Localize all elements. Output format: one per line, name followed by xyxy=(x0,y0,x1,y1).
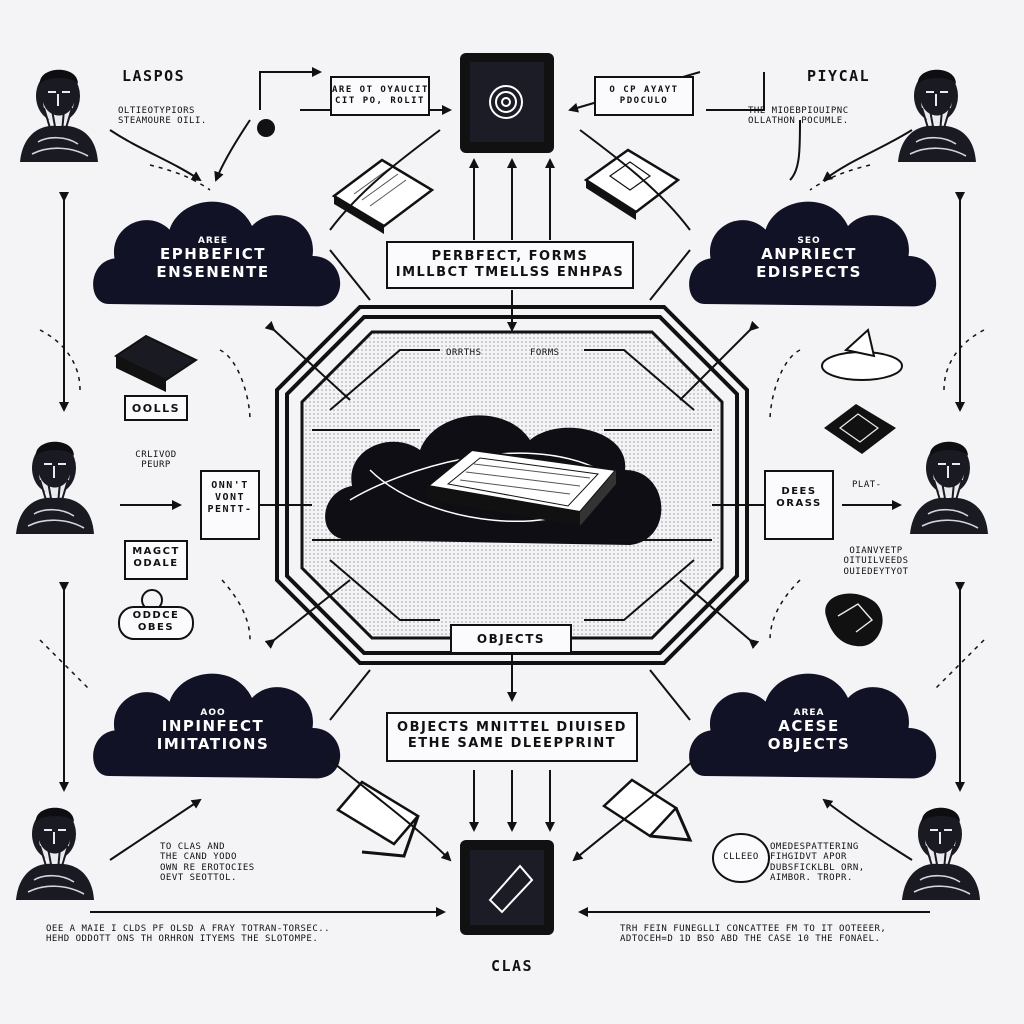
tag-forms: FORMS xyxy=(530,348,560,358)
doc-icon-top-left xyxy=(331,158,435,234)
magct-box: MAGCT ODALE xyxy=(124,540,188,580)
bowl-icon-right xyxy=(821,328,903,381)
cloud-sub-bottom-left: AOO xyxy=(200,708,226,718)
philosopher-bust-mid-right xyxy=(909,440,989,535)
top-right-callout: O CP AYAYT PDOCULO xyxy=(594,76,694,116)
footer-left-note: OEE A MAIE I CLDS PF OLSD A FRAY TOTRAN-… xyxy=(46,924,331,945)
philosopher-bust-bottom-right xyxy=(901,806,981,901)
onnt-box: ONN'T VONT PENTT- xyxy=(200,470,260,540)
cloud-sub-top-right: SEO xyxy=(797,236,821,246)
top-right-title: PIYCAL xyxy=(807,67,871,85)
cloud-main-top-right: ANPRIECT EDISPECTS xyxy=(756,245,862,281)
top-left-note: OLTIEOTYPIORS STEAMOURE OILI. xyxy=(118,106,207,127)
philosopher-bust-mid-left xyxy=(15,440,95,535)
objects-box: OBJECTS xyxy=(450,624,572,654)
class-label: CLAS xyxy=(490,957,534,975)
cloud-main-top-left: EPHBEFICT ENSENENTE xyxy=(156,245,270,281)
top-left-title: LASPOS xyxy=(122,67,186,85)
philosopher-bust-bottom-left xyxy=(15,806,95,901)
philosopher-bust-top-right xyxy=(897,68,977,163)
blueprint-box: OBJECTS MNITTEL DIUISED ETHE SAME DLEEPP… xyxy=(386,712,638,762)
doc-icon-top-right xyxy=(583,148,681,220)
cloud-label-bottom-left: AOO INPINFECT IMITATIONS xyxy=(118,708,308,753)
philosopher-bust-top-left xyxy=(19,68,99,163)
bottom-left-note: TO CLAS AND THE CAND YODO OWN RE EROTOCI… xyxy=(160,842,255,884)
top-right-note: THE MIOEBPIOUIPNC OLLATHON POCUMLE. xyxy=(748,106,849,127)
tag-orrths: ORRTHS xyxy=(446,348,482,358)
cloud-sub-bottom-right: AREA xyxy=(793,708,825,718)
cloud-label-top-right: SEO ANPRIECT EDISPECTS xyxy=(714,236,904,281)
oolls-box: OOLLS xyxy=(124,395,188,421)
cloud-main-bottom-right: ACESE OBJECTS xyxy=(767,717,851,753)
cloud-main-bottom-left: INPINFECT IMITATIONS xyxy=(156,717,270,753)
doc-icon-bottom-left xyxy=(336,780,420,858)
maze-tile-icon xyxy=(824,404,896,454)
connector-arrows xyxy=(59,67,965,917)
bottom-right-note: OMEDESPATTERING FIHGIDVT APOR DUBSFICKLB… xyxy=(770,842,865,884)
perfect-forms-box: PERBFECT, FORMS IMLLBCT TMELLSS ENHPAS xyxy=(386,241,634,289)
oddce-bubble: ODDCE OBES xyxy=(118,606,194,640)
footer-right-note: TRH FEIN FUNEGLLI CONCATTEE FM TO IT OOT… xyxy=(620,924,887,945)
cloud-label-bottom-right: AREA ACESE OBJECTS xyxy=(714,708,904,753)
plat-label: PLAT- xyxy=(852,480,882,490)
tray-icon-left xyxy=(113,334,199,392)
central-document-stack xyxy=(425,448,618,526)
dees-box: DEES ORASS xyxy=(764,470,834,540)
oianv-label: OIANVYETP OITUILVEEDS OUIEDEYTYOT xyxy=(843,546,909,577)
maze-blob-icon xyxy=(825,593,883,647)
doc-icon-bottom-right xyxy=(601,778,693,842)
crlivod-label: CRLIVOD PEURP xyxy=(135,450,177,471)
cloud-label-top-left: AREE EPHBEFICT ENSENENTE xyxy=(118,236,308,281)
oval-label: CLLEEO xyxy=(723,852,759,862)
top-left-callout: ARE OT OYAUCIT CIT PO, ROLIT xyxy=(330,76,430,116)
cloud-sub-top-left: AREE xyxy=(197,236,229,246)
